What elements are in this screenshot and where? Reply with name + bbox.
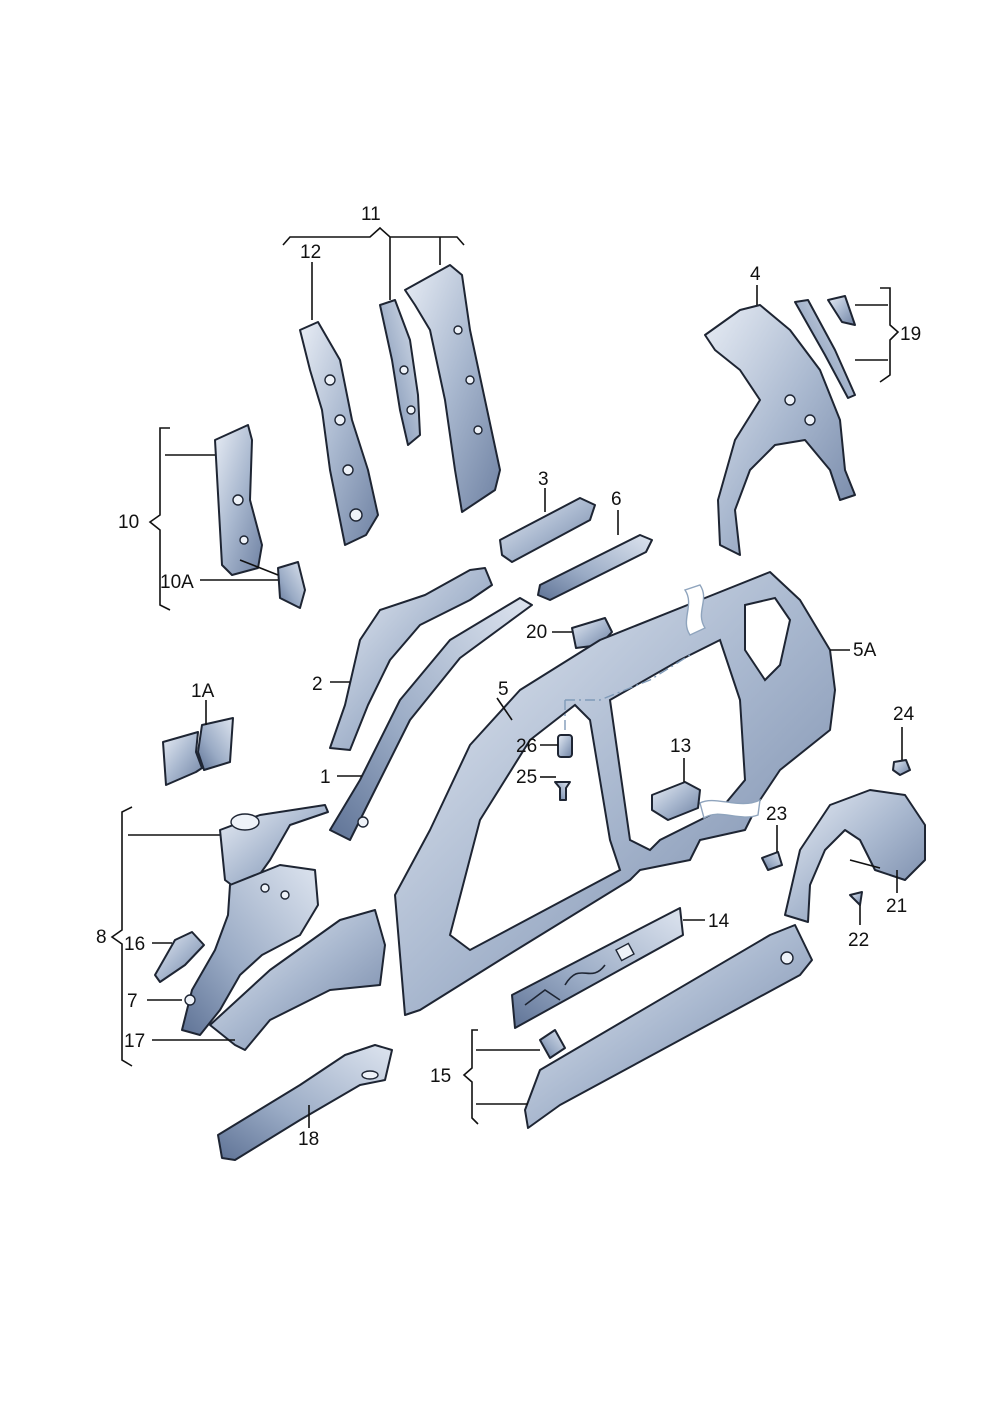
callout-15: 15 xyxy=(430,1066,451,1087)
part-14-sill-panel[interactable]: 14 xyxy=(511,907,730,1029)
callout-18: 18 xyxy=(298,1129,319,1150)
part-2-roof-rail-front[interactable]: 2 xyxy=(312,567,493,751)
part-13-bracket[interactable]: 13 xyxy=(651,736,701,821)
part-16-bracket[interactable]: 16 xyxy=(124,931,205,983)
part-3-sill-bracket[interactable]: 3 xyxy=(499,469,596,563)
callout-11: 11 xyxy=(361,204,381,225)
callout-17: 17 xyxy=(124,1031,145,1052)
callout-13: 13 xyxy=(670,736,691,757)
part-12-a-pillar-reinforcement[interactable]: 12 xyxy=(299,242,379,546)
part-5-side-panel[interactable]: 5 5A xyxy=(394,571,877,1016)
part-21-wheel-housing-liner[interactable]: 21 xyxy=(784,789,926,923)
part-17-longitudinal[interactable]: 17 xyxy=(124,909,386,1052)
callout-4: 4 xyxy=(750,264,761,285)
callout-5: 5 xyxy=(498,679,509,700)
callout-1: 1 xyxy=(320,767,331,788)
part-18-sill-member[interactable]: 18 xyxy=(217,1044,393,1161)
callout-6: 6 xyxy=(611,489,622,510)
callout-24: 24 xyxy=(893,704,915,725)
part-6-sill-strip[interactable]: 6 xyxy=(537,489,653,601)
callout-21: 21 xyxy=(886,896,907,917)
callout-23: 23 xyxy=(766,804,787,825)
part-10-b-pillar[interactable]: 10 xyxy=(118,424,263,611)
callout-7: 7 xyxy=(127,991,138,1012)
part-25-bolt[interactable]: 25 xyxy=(516,767,571,801)
callout-3: 3 xyxy=(538,469,549,490)
part-23-clip[interactable]: 23 xyxy=(761,804,787,871)
callout-1A: 1A xyxy=(191,681,215,702)
callout-2: 2 xyxy=(312,674,323,695)
part-15-sill-outer[interactable]: 15 xyxy=(430,924,813,1129)
part-24-clip[interactable]: 24 xyxy=(892,704,915,776)
part-1-roof-rail-inner[interactable]: 1 xyxy=(320,597,533,841)
part-19-strips[interactable]: 19 xyxy=(794,287,921,399)
part-26-nut[interactable]: 26 xyxy=(516,734,573,758)
callout-10A: 10A xyxy=(160,572,194,593)
callout-20: 20 xyxy=(526,622,547,643)
part-22-screw[interactable]: 22 xyxy=(848,891,869,951)
callout-8: 8 xyxy=(96,927,107,948)
callout-19: 19 xyxy=(900,324,921,345)
part-1A-sound-pad[interactable]: 1A xyxy=(162,681,234,786)
part-10A-patch[interactable]: 10A xyxy=(160,559,306,609)
callout-26: 26 xyxy=(516,736,537,757)
callout-14: 14 xyxy=(708,911,730,932)
part-4-rear-quarter-inner[interactable]: 4 xyxy=(704,264,856,556)
callout-5A: 5A xyxy=(853,640,877,661)
part-11-outer-pillar[interactable] xyxy=(404,264,501,513)
part-7-wheelhouse-front[interactable]: 7 xyxy=(127,864,319,1036)
callout-10: 10 xyxy=(118,512,139,533)
part-11-group[interactable]: 11 xyxy=(282,204,465,300)
callout-25: 25 xyxy=(516,767,537,788)
part-11-inner-pillar[interactable] xyxy=(379,299,421,446)
callout-12: 12 xyxy=(300,242,321,263)
callout-16: 16 xyxy=(124,934,145,955)
callout-22: 22 xyxy=(848,930,869,951)
